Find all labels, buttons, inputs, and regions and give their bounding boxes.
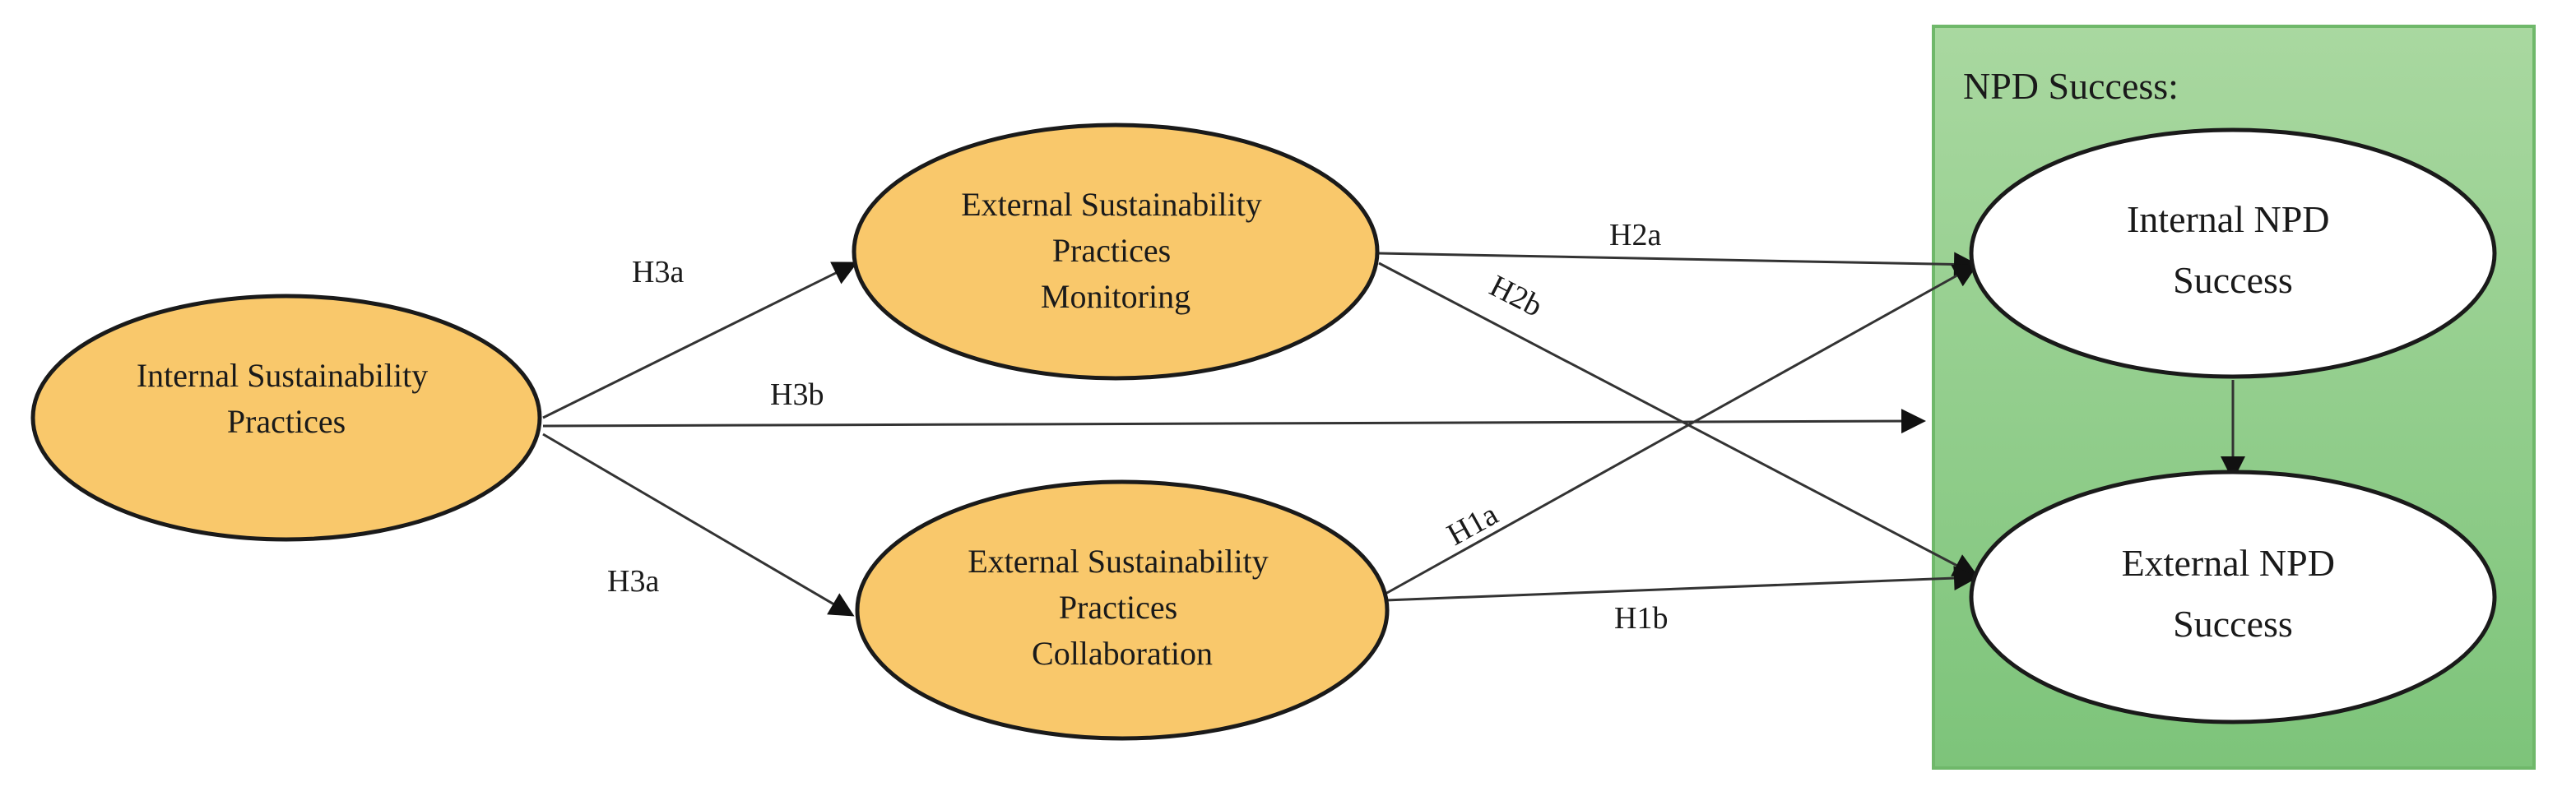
- edge-espm-enpd: [1378, 261, 1979, 577]
- edge-isp-espm: [542, 261, 858, 419]
- edge-label-espc-enpd: H1b: [1614, 601, 1668, 636]
- node-internal-sustainability-practices-label: Internal Sustainability Practices: [137, 357, 436, 440]
- node-external-npd-success-label: External NPD Success: [2122, 542, 2345, 645]
- edge-label-espc-inpd: H1a: [1441, 497, 1504, 552]
- node-internal-sustainability-practices: [30, 294, 542, 542]
- edge-isp-group: [542, 409, 1926, 434]
- node-external-sustainability-practices-monitoring: [852, 123, 1380, 381]
- node-external-sustainability-practices-collaboration-label: External Sustainability Practices Collab…: [968, 543, 1277, 672]
- node-internal-npd-success: [1969, 127, 2497, 379]
- edge-espc-inpd: [1385, 263, 1979, 595]
- node-external-sustainability-practices-monitoring-label: External Sustainability Practices Monito…: [961, 186, 1270, 315]
- edge-label-isp-espm: H3a: [632, 255, 684, 289]
- edge-label-isp-group: H3b: [770, 377, 824, 412]
- edge-label-isp-espc: H3a: [607, 564, 659, 599]
- edge-espm-inpd: [1378, 252, 1979, 277]
- edge-label-espm-enpd: H2b: [1484, 269, 1548, 324]
- edge-label-espm-inpd: H2a: [1609, 218, 1661, 252]
- npd-success-group-label: NPD Success:: [1963, 65, 2179, 107]
- edge-isp-espc: [542, 433, 855, 617]
- node-external-sustainability-practices-collaboration: [855, 479, 1390, 741]
- edge-espc-enpd: [1385, 566, 1979, 602]
- node-external-npd-success: [1969, 470, 2497, 724]
- node-internal-npd-success-label: Internal NPD Success: [2127, 198, 2339, 301]
